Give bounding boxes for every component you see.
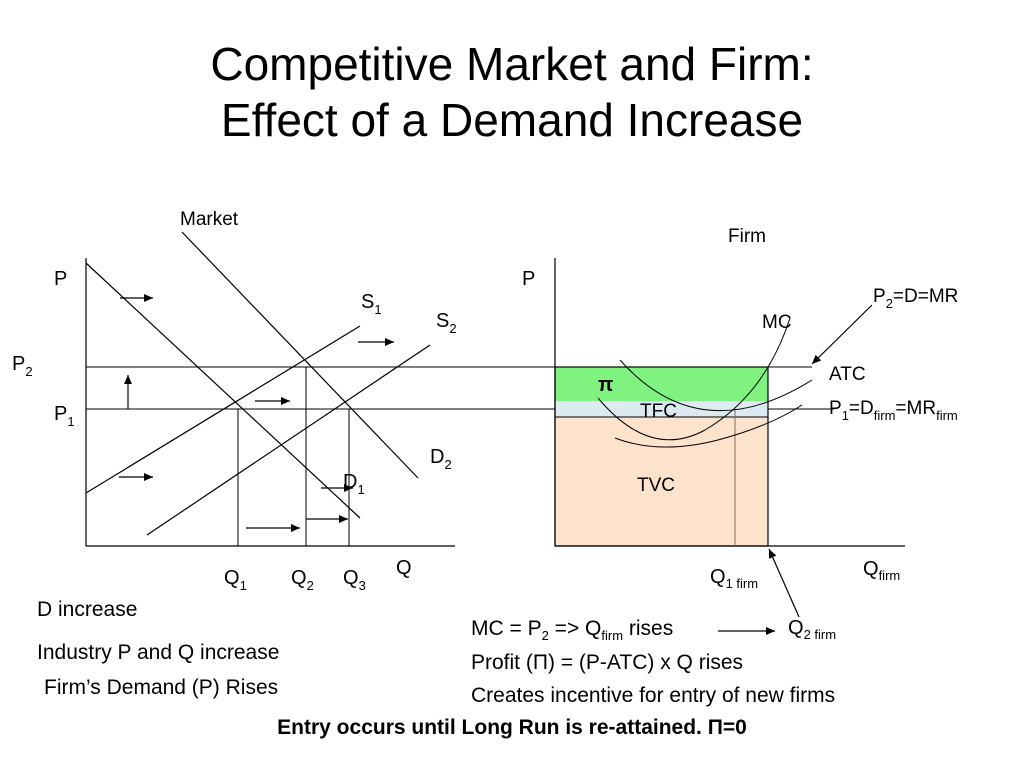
tvc-label: TVC: [637, 475, 675, 496]
q2-firm-pointer-arrow: [768, 548, 800, 618]
firm-x-axis-label: Qfirm: [863, 558, 900, 583]
profit-area: [555, 367, 768, 401]
p2-label: P2: [12, 353, 33, 379]
note-firm-demand: Firm’s Demand (P) Rises: [44, 676, 279, 699]
market-y-axis-label: P: [54, 268, 67, 290]
atc-label: ATC: [829, 364, 866, 385]
s1-label: S1: [361, 291, 382, 317]
slide-title: Competitive Market and Firm: Effect of a…: [0, 36, 1024, 148]
avc-curve: [614, 404, 803, 448]
note-mc-p2: MC = P2 => Qfirm rises: [471, 617, 674, 644]
firm-panel: Firm P Qfirm π TFC TVC MC ATC P2=D=MR P1…: [522, 226, 958, 642]
note-incentive: Creates incentive for entry of new firms: [471, 684, 836, 707]
p1-dmr-label: P1=Dfirm=MRfirm: [829, 398, 958, 423]
title-line-2: Effect of a Demand Increase: [220, 94, 804, 146]
q2-firm-label: Q2 firm: [788, 617, 836, 642]
firm-y-axis-label: P: [522, 268, 535, 290]
market-panel-title: Market: [180, 209, 239, 230]
supply-curve-s1: [85, 325, 361, 494]
tfc-label: TFC: [640, 401, 677, 422]
market-x-axis-label: Q: [396, 557, 412, 579]
note-industry-increase: Industry P and Q increase: [37, 641, 280, 664]
demand-curve-d1: [85, 262, 361, 519]
p1-label: P1: [54, 403, 75, 429]
tvc-area: [555, 417, 768, 546]
mc-curve: [597, 317, 791, 441]
note-profit: Profit (Π) = (P-ATC) x Q rises: [471, 651, 744, 674]
p2-dmr-label: P2=D=MR: [873, 286, 958, 311]
p2-pointer-arrow: [811, 304, 873, 365]
title-line-1: Competitive Market and Firm:: [210, 38, 814, 90]
firm-panel-title: Firm: [728, 226, 766, 247]
s2-label: S2: [436, 310, 457, 336]
footer-conclusion: Entry occurs until Long Run is re-attain…: [277, 716, 747, 739]
d1-label: D1: [343, 471, 365, 497]
profit-symbol: π: [598, 374, 613, 396]
supply-curve-s2: [146, 344, 431, 536]
tfc-area: [555, 401, 768, 417]
demand-curve-d2: [181, 231, 419, 479]
d2-label: D2: [430, 446, 452, 472]
q1-label: Q1: [224, 567, 247, 593]
q3-label: Q3: [343, 567, 366, 593]
note-d-increase: D increase: [37, 598, 138, 621]
q2-label: Q2: [291, 567, 314, 593]
q1-firm-label: Q1 firm: [710, 566, 758, 591]
mc-label: MC: [762, 312, 792, 333]
atc-curve: [619, 359, 813, 412]
